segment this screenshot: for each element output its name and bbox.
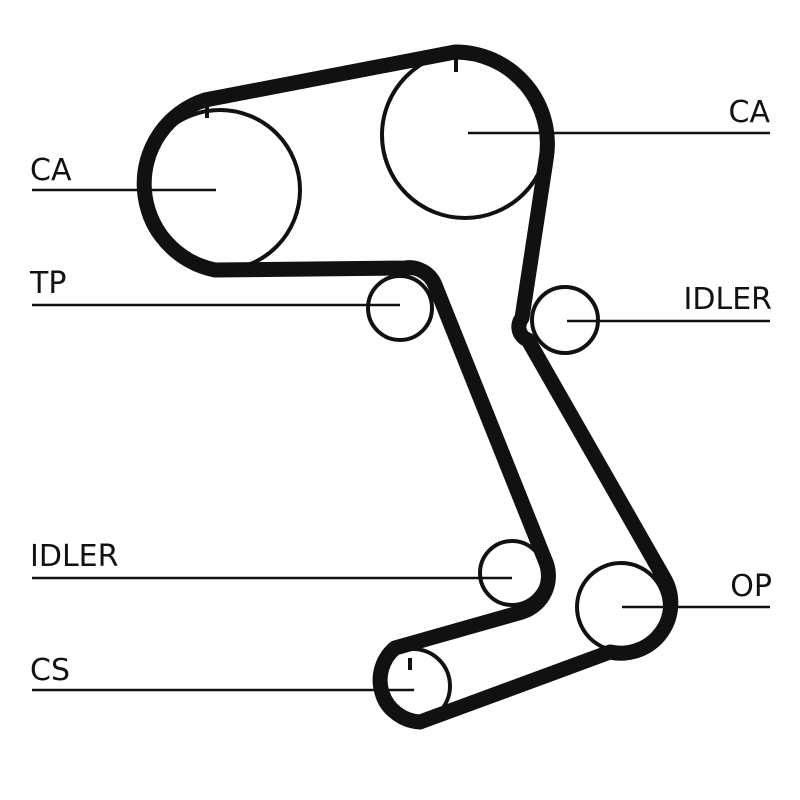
label-ca-right: CA xyxy=(729,95,771,130)
label-op: OP xyxy=(730,569,772,604)
label-tp: TP xyxy=(29,266,66,301)
tensioner-pulley xyxy=(366,274,434,342)
label-idler-left: IDLER xyxy=(30,539,118,574)
label-ca-left: CA xyxy=(30,153,72,188)
timing-belt xyxy=(136,44,679,730)
label-cs: CS xyxy=(30,653,70,688)
label-idler-right: IDLER xyxy=(684,282,772,317)
